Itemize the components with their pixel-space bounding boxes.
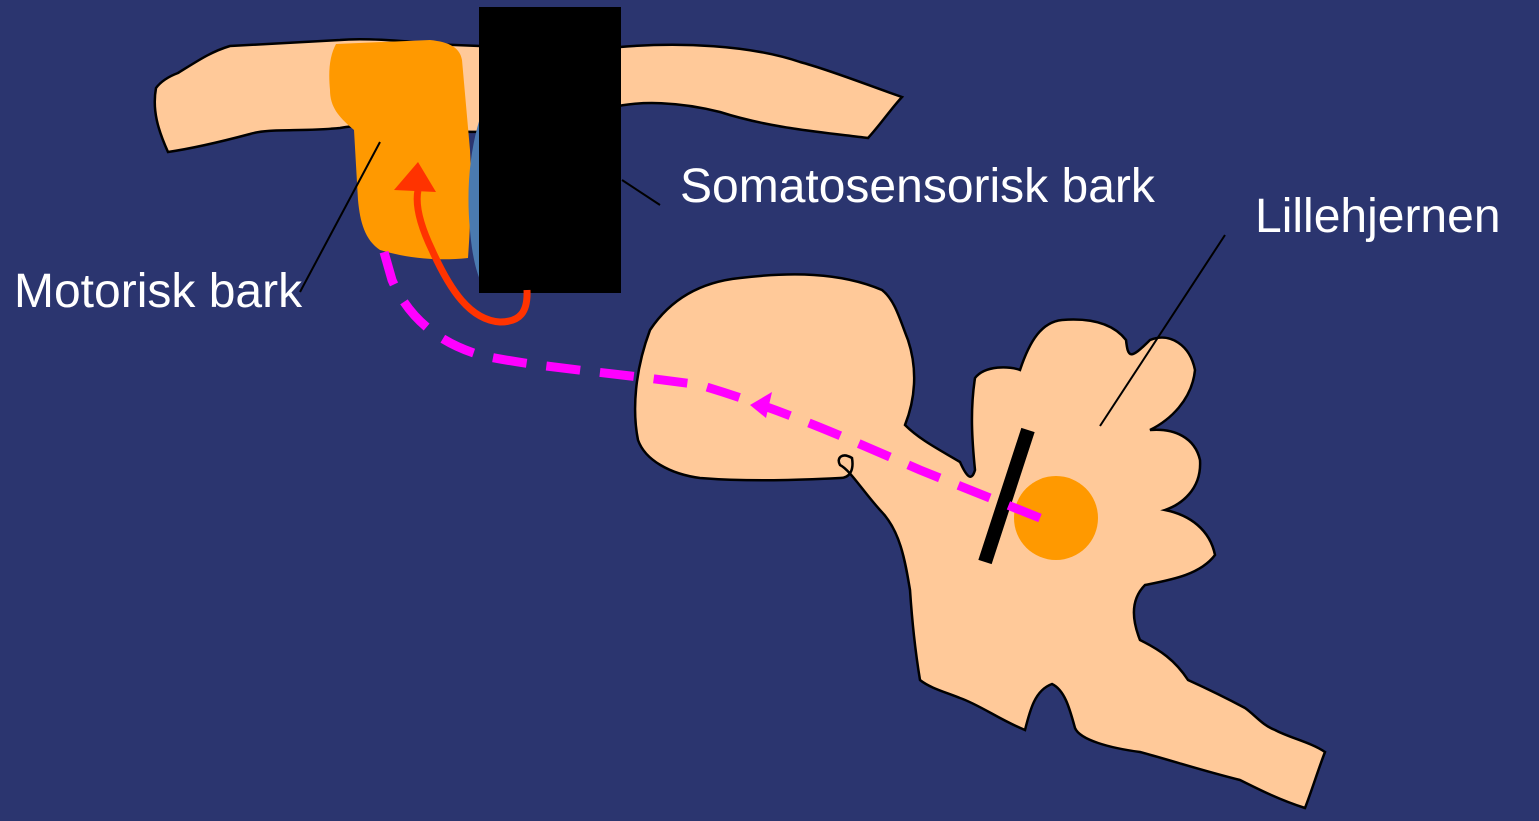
label-somatosensory-cortex: Somatosensorisk bark: [680, 160, 1156, 213]
occluding-block: [479, 7, 621, 293]
label-motor-cortex: Motorisk bark: [14, 265, 303, 318]
label-cerebellum: Lillehjernen: [1255, 190, 1501, 243]
deep-cerebellar-nucleus: [1014, 476, 1098, 560]
